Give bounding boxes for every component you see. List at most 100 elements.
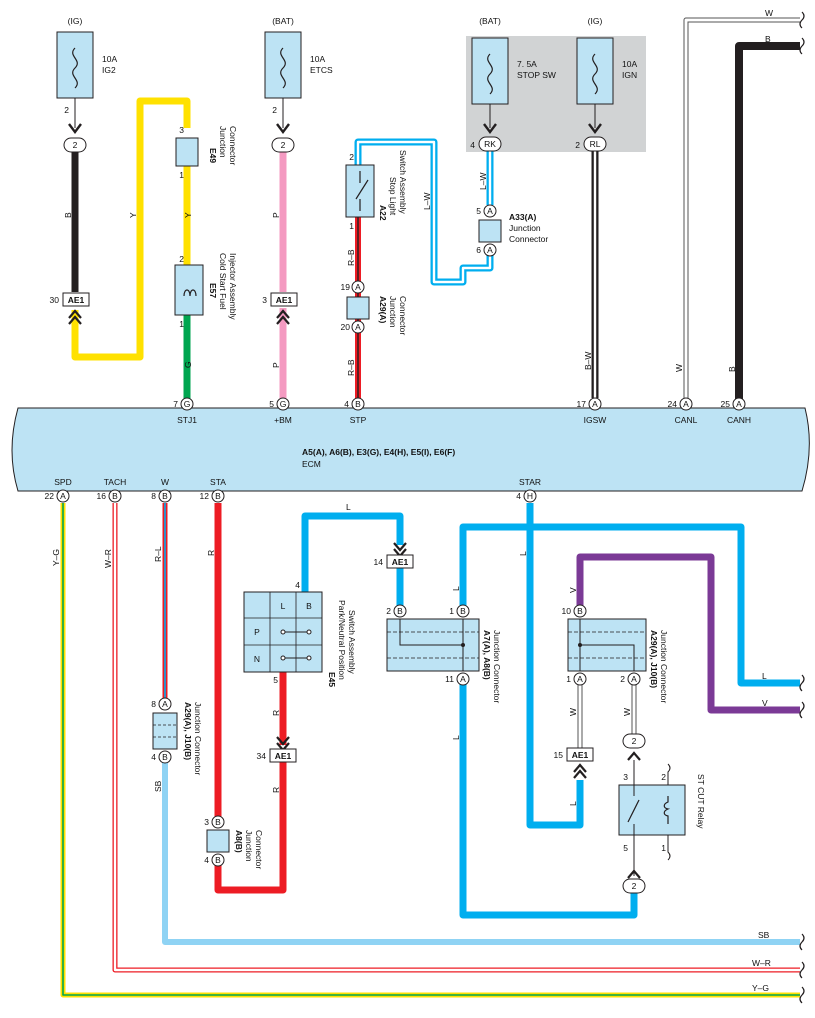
svg-text:10A: 10A xyxy=(102,54,117,64)
wire-purple-v xyxy=(576,553,800,714)
svg-text:2: 2 xyxy=(64,105,69,115)
svg-text:Y: Y xyxy=(128,212,138,218)
svg-text:1: 1 xyxy=(449,606,454,616)
svg-text:1: 1 xyxy=(566,674,571,684)
svg-text:8: 8 xyxy=(151,491,156,501)
wire-yellow-green-spd xyxy=(60,503,800,998)
svg-text:2: 2 xyxy=(620,674,625,684)
svg-text:W–R: W–R xyxy=(103,549,113,568)
svg-text:2: 2 xyxy=(632,736,637,746)
svg-text:4: 4 xyxy=(516,491,521,501)
svg-text:AE1: AE1 xyxy=(276,295,293,305)
svg-text:IGN: IGN xyxy=(622,70,637,80)
svg-text:(BAT): (BAT) xyxy=(272,16,294,26)
svg-text:CANH: CANH xyxy=(727,415,751,425)
wire-blue-l-e45 xyxy=(301,512,404,592)
svg-text:R–L: R–L xyxy=(153,546,163,562)
svg-text:A: A xyxy=(460,674,466,684)
svg-text:Junction: Junction xyxy=(218,126,228,158)
connector-etcs-out: 2 xyxy=(271,123,295,153)
ecm-bottom-pins: SPD A 22 TACH B 16 W B 8 STA B 12 STAR H xyxy=(45,477,541,503)
svg-text:3: 3 xyxy=(204,817,209,827)
svg-text:P: P xyxy=(254,627,260,637)
svg-text:E49: E49 xyxy=(208,148,218,163)
wire-black-canh xyxy=(735,42,800,400)
svg-text:20: 20 xyxy=(341,322,351,332)
svg-text:(IG): (IG) xyxy=(588,16,603,26)
svg-text:B: B xyxy=(162,491,168,501)
svg-text:ECM: ECM xyxy=(302,459,321,469)
st-cut-relay: 2 3 2 5 1 ST CUT Relay 2 xyxy=(618,733,706,894)
wire-white-canl xyxy=(683,17,800,400)
svg-text:R: R xyxy=(271,710,281,716)
svg-text:15: 15 xyxy=(554,750,564,760)
connector-rk: RK 4 xyxy=(470,123,502,152)
svg-text:TACH: TACH xyxy=(104,477,127,487)
svg-text:R–B: R–B xyxy=(346,359,356,376)
svg-text:G: G xyxy=(184,399,191,409)
svg-text:1: 1 xyxy=(179,170,184,180)
svg-text:B: B xyxy=(162,752,168,762)
svg-text:2: 2 xyxy=(349,152,354,162)
svg-text:B: B xyxy=(577,606,583,616)
connector-ae1-34: AE1 34 xyxy=(257,736,297,763)
svg-text:L–W: L–W xyxy=(422,193,432,210)
ecm-pin-tach: TACH B 16 xyxy=(97,477,127,503)
svg-text:STA: STA xyxy=(210,477,226,487)
svg-text:30: 30 xyxy=(50,295,60,305)
svg-text:W: W xyxy=(622,708,632,716)
svg-text:Connector: Connector xyxy=(228,126,238,165)
svg-text:Injector Assembly: Injector Assembly xyxy=(228,253,238,320)
svg-text:STAR: STAR xyxy=(519,477,541,487)
svg-text:2: 2 xyxy=(73,140,78,150)
svg-text:L: L xyxy=(451,586,461,591)
wire-labels-bottom: Y–G W–R R–L R R R SB L L L L L W W V L V… xyxy=(51,502,771,993)
svg-text:5: 5 xyxy=(623,843,628,853)
svg-text:22: 22 xyxy=(45,491,55,501)
svg-text:24: 24 xyxy=(668,399,678,409)
svg-text:19: 19 xyxy=(341,282,351,292)
svg-text:W: W xyxy=(161,477,169,487)
svg-text:B: B xyxy=(215,817,221,827)
svg-text:IG2: IG2 xyxy=(102,65,116,75)
svg-text:A: A xyxy=(162,699,168,709)
svg-text:B: B xyxy=(355,399,361,409)
svg-text:2: 2 xyxy=(179,254,184,264)
svg-text:7. 5A: 7. 5A xyxy=(517,59,537,69)
svg-text:E45: E45 xyxy=(327,672,337,687)
svg-text:(IG): (IG) xyxy=(68,16,83,26)
svg-text:A8(B): A8(B) xyxy=(234,830,244,853)
svg-text:L: L xyxy=(451,735,461,740)
svg-text:N: N xyxy=(254,654,260,664)
svg-text:4: 4 xyxy=(344,399,349,409)
svg-text:Connector: Connector xyxy=(398,296,408,335)
svg-text:A29(A): A29(A) xyxy=(378,296,388,324)
svg-text:RL: RL xyxy=(590,139,601,149)
svg-text:4: 4 xyxy=(204,855,209,865)
connector-ae1-3: AE1 3 xyxy=(262,292,298,325)
svg-text:L: L xyxy=(346,502,351,512)
ecm: A5(A), A6(B), E3(G), E4(H), E5(I), E6(F)… xyxy=(11,407,810,492)
svg-text:Y–G: Y–G xyxy=(51,549,61,566)
svg-text:V: V xyxy=(762,698,768,708)
svg-text:A5(A), A6(B), E3(G), E4(H), E5: A5(A), A6(B), E3(G), E4(H), E5(I), E6(F) xyxy=(302,447,455,457)
junction-connector-a33: A 5 A 6 A33(A) Junction Connector xyxy=(476,204,548,257)
svg-text:17: 17 xyxy=(577,399,587,409)
svg-text:A33(A): A33(A) xyxy=(509,212,537,222)
svg-text:G: G xyxy=(183,361,193,368)
svg-text:Switch Assembly: Switch Assembly xyxy=(347,610,357,675)
ecm-pin-sta: STA B 12 xyxy=(200,477,226,503)
fuse-stop-sw: (BAT) 7. 5A STOP SW xyxy=(471,16,556,128)
svg-text:W: W xyxy=(674,364,684,372)
svg-text:11: 11 xyxy=(445,674,454,684)
svg-text:5: 5 xyxy=(269,399,274,409)
wire-yellow-y xyxy=(71,97,191,361)
svg-text:W: W xyxy=(765,8,773,18)
svg-text:P: P xyxy=(271,212,281,218)
svg-text:Cold Start Fuel: Cold Start Fuel xyxy=(218,253,228,310)
svg-text:A: A xyxy=(487,206,493,216)
svg-text:R: R xyxy=(206,550,216,556)
connector-ae1-14: AE1 14 xyxy=(374,542,414,569)
svg-text:AE1: AE1 xyxy=(275,751,292,761)
